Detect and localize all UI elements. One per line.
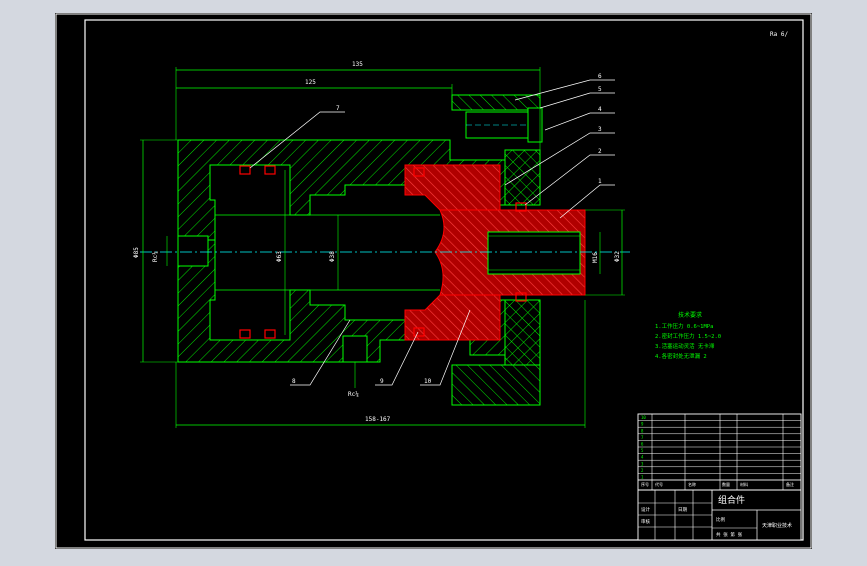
bolt-head xyxy=(527,107,543,143)
tech-req-item-3: 3.活塞运动灵活 无卡滞 xyxy=(655,342,715,350)
dim-inner-length: 125 xyxy=(305,79,316,86)
balloon-9: 9 xyxy=(380,378,384,385)
cap-lower xyxy=(504,299,541,366)
header-note: 备注 xyxy=(786,481,794,487)
dim-stroke-length: 158-167 xyxy=(365,416,391,423)
seal-rod-lower xyxy=(515,292,527,302)
balloon-4: 4 xyxy=(598,106,602,113)
dim-rod-diameter: Φ38 xyxy=(329,251,336,262)
dim-overall-length: 135 xyxy=(352,61,363,68)
tech-req-item-4: 4.各密封处无泄漏 2 xyxy=(655,352,707,360)
seal-piston-upper-1 xyxy=(239,165,251,175)
cylinder-body xyxy=(140,94,630,406)
balloon-6: 6 xyxy=(598,73,602,80)
header-material: 材料 xyxy=(740,481,748,487)
seal-rod-upper xyxy=(515,202,527,212)
dim-rod-end-diameter: Φ32 xyxy=(614,251,621,262)
parts-row-no: 1 xyxy=(641,475,644,480)
parts-row-no: 2 xyxy=(641,468,644,473)
checker-label: 审核 xyxy=(641,518,650,525)
balloon-1: 1 xyxy=(598,178,602,185)
port-end xyxy=(177,235,209,267)
balloon-5: 5 xyxy=(598,86,602,93)
dimension-lines: 135 125 158-167 Φ85 Φ63 Φ38 M16 Φ32 Rc¼ … xyxy=(133,61,625,428)
parts-list-header: 序号 代号 名称 数量 材料 备注 xyxy=(641,481,794,487)
parts-row-no: 6 xyxy=(641,442,644,447)
parts-row-no: 8 xyxy=(641,428,644,433)
outer-border xyxy=(55,13,812,549)
tech-req-item-1: 1.工作压力 0.6~1MPa xyxy=(655,322,713,330)
sheet-label: 共 张 第 张 xyxy=(716,531,743,538)
parts-row-no: 4 xyxy=(641,455,644,460)
rod-end-thread-hole xyxy=(487,231,581,275)
cap-flange-bottom xyxy=(451,364,541,406)
dim-rod-thread: M16 xyxy=(592,252,599,263)
scale-label: 比例 xyxy=(716,516,725,523)
seal-piston-upper-2 xyxy=(264,165,276,175)
dim-outer-diameter: Φ85 xyxy=(133,247,140,258)
cap-upper xyxy=(504,149,541,206)
roughness-note: Ra 6/ xyxy=(770,31,788,38)
port-bottom xyxy=(342,335,368,363)
date-label: 日期 xyxy=(678,507,687,513)
balloon-3: 3 xyxy=(598,126,602,133)
parts-list-grid xyxy=(638,414,801,490)
balloon-7: 7 xyxy=(336,105,340,112)
header-name: 名称 xyxy=(688,481,696,487)
inner-frame xyxy=(84,19,804,541)
seal-sleeve-upper xyxy=(413,167,425,177)
header-code: 代号 xyxy=(655,481,663,487)
seal-piston-lower-2 xyxy=(264,329,276,339)
balloon-10: 10 xyxy=(424,378,432,385)
parts-row-no: 9 xyxy=(641,422,644,427)
part-leaders: 1 2 3 4 5 6 7 8 9 10 xyxy=(249,73,615,386)
balloon-8: 8 xyxy=(292,378,296,385)
header-no: 序号 xyxy=(641,481,649,487)
dim-port-bottom: Rc¼ xyxy=(348,391,359,398)
dim-bore-diameter: Φ63 xyxy=(276,251,283,262)
tech-req-item-2: 2.密封工作压力 1.5~2.0 xyxy=(655,332,721,340)
balloon-2: 2 xyxy=(598,148,602,155)
seal-sleeve-lower xyxy=(413,327,425,337)
drawing-title: 组合件 xyxy=(718,494,745,506)
technical-requirements: 技术要求 1.工作压力 0.6~1MPa 2.密封工作压力 1.5~2.0 3.… xyxy=(655,311,721,360)
header-qty: 数量 xyxy=(722,481,730,487)
parts-row-no: 5 xyxy=(641,448,644,453)
guide-sleeve-lower xyxy=(404,294,501,341)
parts-row-no: 10 xyxy=(641,415,646,420)
seal-piston-lower-1 xyxy=(239,329,251,339)
dim-port-end: Rc¼ xyxy=(152,251,159,262)
parts-row-no: 7 xyxy=(641,435,644,440)
cap-flange-top xyxy=(451,94,541,111)
school-name: 天津职业技术 xyxy=(762,522,792,529)
designer-label: 设计 xyxy=(641,506,650,513)
parts-row-no: 3 xyxy=(641,461,644,466)
tech-req-title: 技术要求 xyxy=(678,311,702,319)
guide-sleeve-upper xyxy=(404,164,501,211)
